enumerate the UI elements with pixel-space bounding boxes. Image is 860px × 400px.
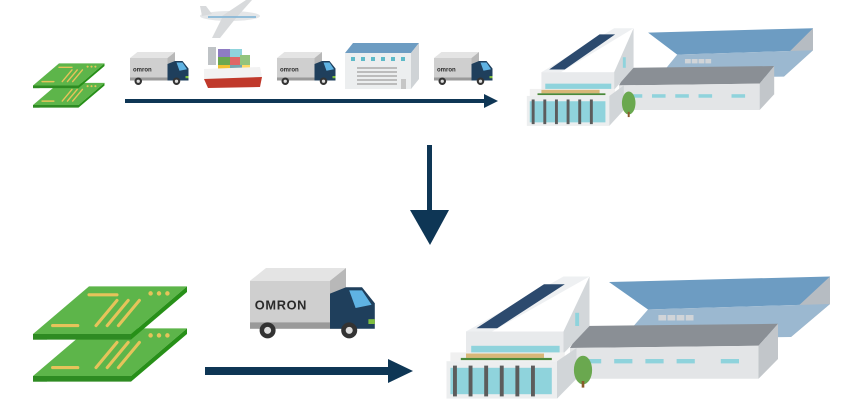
factory-icon (446, 276, 830, 399)
after-arrow (205, 359, 413, 383)
svg-text:omron: omron (437, 68, 456, 74)
factory-icon (526, 28, 813, 126)
warehouse-icon (345, 43, 419, 89)
truck-icon: omron (130, 52, 189, 85)
truck-icon: omron (434, 52, 493, 85)
after-row: OMRON (31, 268, 830, 399)
container-ship-icon (204, 47, 262, 88)
truck-icon: OMRON (250, 268, 375, 339)
pcb-board-icon (31, 284, 189, 384)
svg-text:OMRON: OMRON (255, 298, 307, 313)
before-arrow (125, 94, 498, 108)
airplane-icon (200, 0, 260, 38)
pcb-board-icon (32, 62, 106, 109)
arrow-down-icon (410, 145, 449, 245)
svg-text:omron: omron (280, 68, 299, 74)
before-row: omron omron (32, 0, 813, 126)
truck-icon: omron (277, 52, 336, 85)
svg-text:omron: omron (133, 68, 152, 74)
